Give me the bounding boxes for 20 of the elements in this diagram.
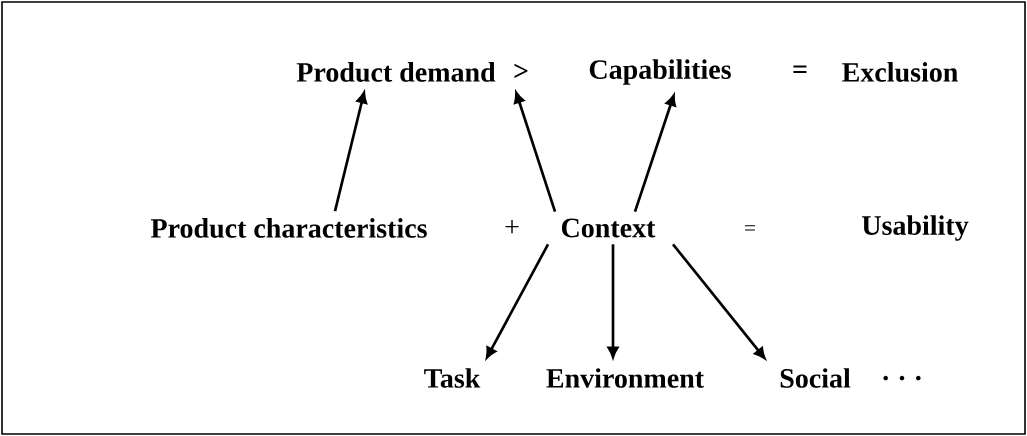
text-label: = xyxy=(793,65,807,74)
text-label: Environment xyxy=(546,368,704,388)
text-label: Product characteristics xyxy=(150,218,427,238)
text-label: Capabilities xyxy=(589,59,731,85)
arrow xyxy=(607,244,619,358)
arrow xyxy=(633,94,676,213)
text-label: Social xyxy=(780,368,851,388)
text-label: Usability xyxy=(862,215,969,241)
text-label: > xyxy=(514,63,528,78)
text-label: Product demand xyxy=(296,62,496,82)
arrow xyxy=(333,91,368,212)
arrow xyxy=(513,91,557,213)
arrow xyxy=(671,243,766,359)
text-label: . . . xyxy=(883,375,921,381)
text-label: Context xyxy=(561,218,656,238)
text-label: Exclusion xyxy=(842,62,958,82)
arrow xyxy=(485,243,550,359)
text-label: Task xyxy=(424,368,481,388)
text-label: + xyxy=(505,220,519,234)
text-label: = xyxy=(745,225,755,231)
